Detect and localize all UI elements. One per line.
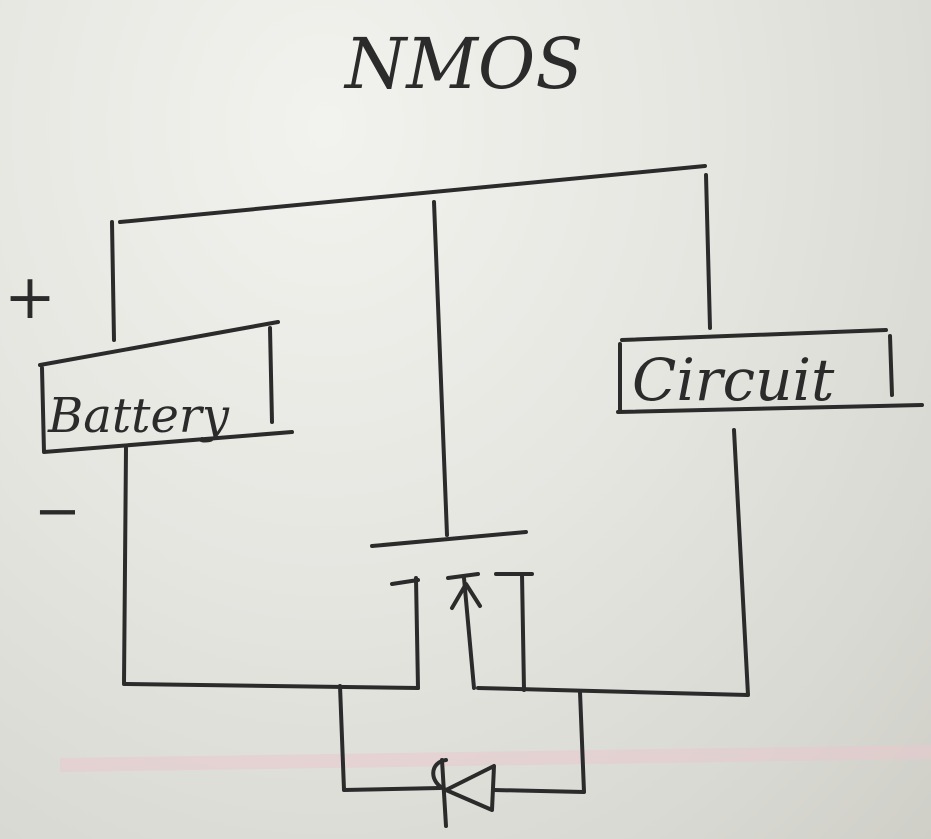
circuit-label: Circuit [632, 346, 835, 414]
battery-label: Battery [47, 388, 230, 444]
source-segment [390, 576, 420, 690]
ruled-line [59, 745, 931, 772]
battery-box [38, 320, 294, 454]
diode-right-wire [492, 690, 586, 794]
circuit-box [616, 328, 924, 414]
plus-sign: + [4, 260, 56, 333]
body-arrow [450, 582, 482, 610]
gate-wire [432, 200, 449, 537]
drain-segment [494, 572, 534, 692]
minus-sign: − [34, 479, 81, 544]
circuit-bottom-wire [476, 428, 750, 697]
diode-triangle [444, 764, 496, 812]
top-wire [118, 164, 707, 224]
diagram-title: NMOS [343, 23, 583, 105]
battery-positive-wire [110, 220, 116, 342]
gate-plate [370, 530, 528, 548]
diode-curl [431, 758, 448, 792]
circuit-top-wire [704, 173, 712, 330]
body-segment [446, 572, 480, 690]
diode-bar [440, 758, 448, 828]
diode-left-wire [338, 684, 442, 792]
battery-negative-wire [122, 446, 420, 690]
